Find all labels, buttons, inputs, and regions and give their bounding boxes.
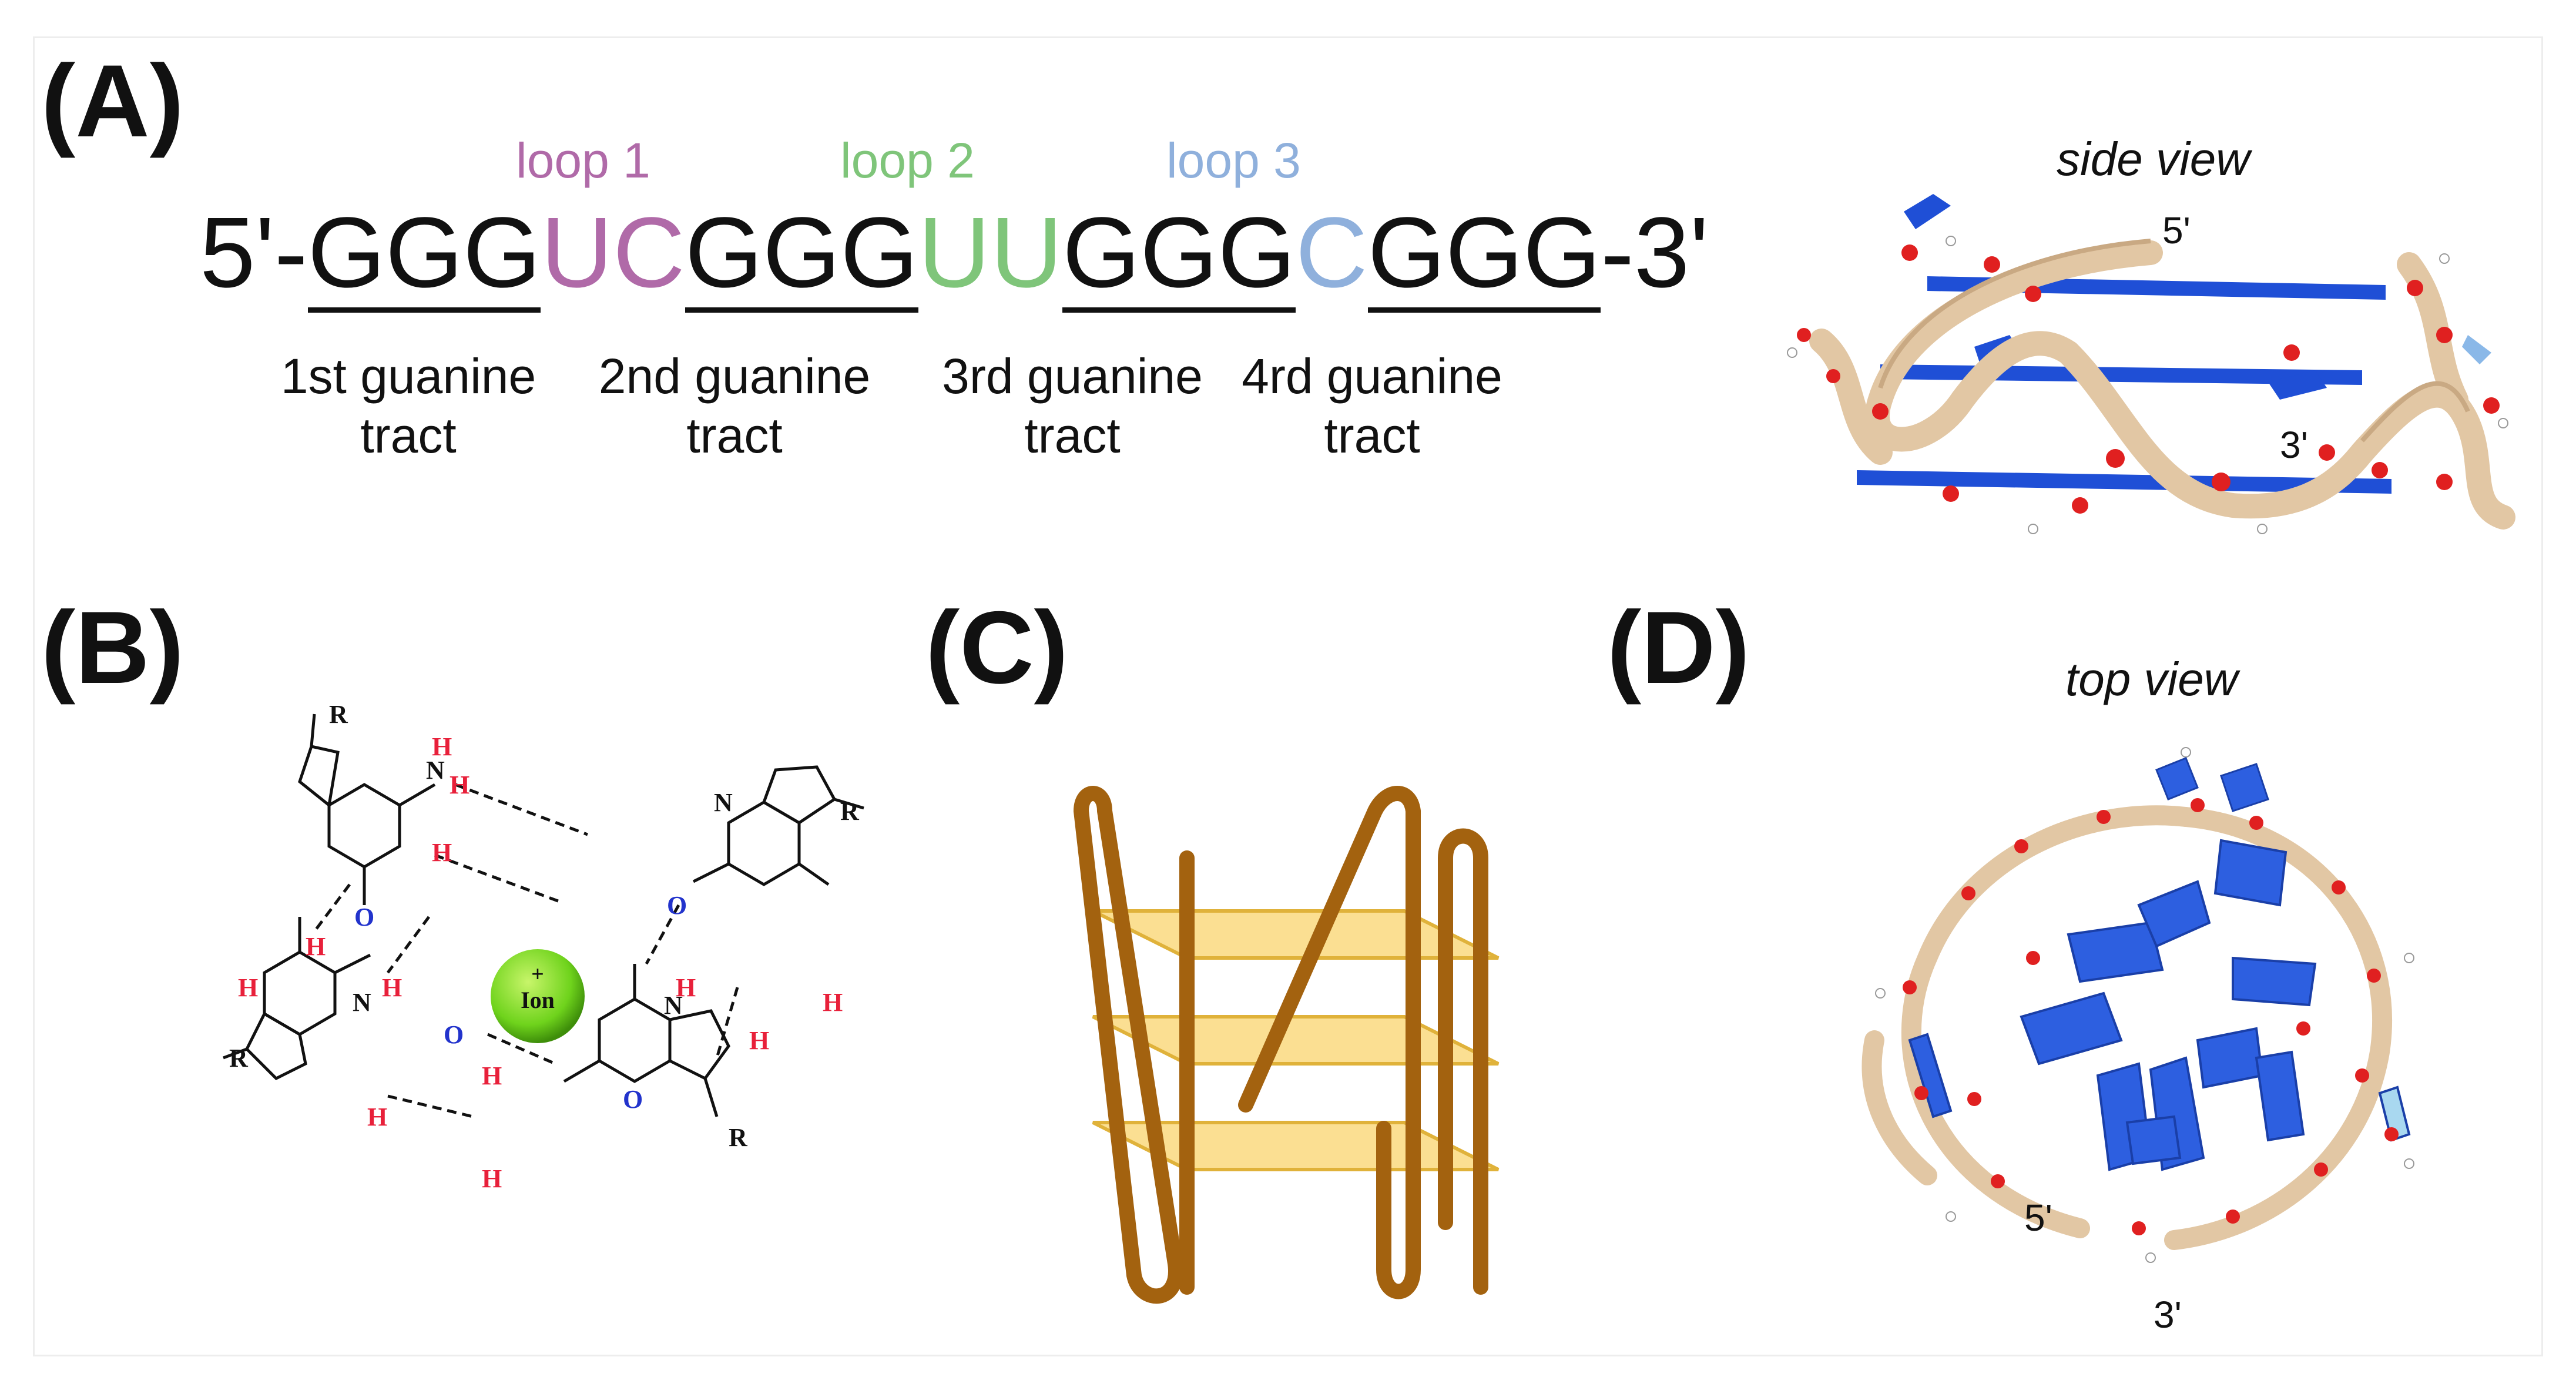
top-view-3prime: 3' <box>2154 1294 2182 1336</box>
strand-2 <box>1074 786 1183 1304</box>
hydrogen-bonds <box>313 783 739 1118</box>
o-atom-4: O <box>623 1085 643 1114</box>
tract-2-label-line1: 2nd guanine <box>598 349 871 404</box>
seq-5prime: 5'- <box>200 197 308 309</box>
tract-1-label-line1: 1st guanine <box>280 349 536 404</box>
top-view-label: top view <box>2065 653 2238 705</box>
top-view-light-base <box>2378 1086 2411 1142</box>
tract-4-label: 4rd guanine tract <box>1219 347 1525 465</box>
h-atom-2: H <box>450 770 469 799</box>
side-view-atoms <box>1787 236 2508 534</box>
tract-3-label-line2: tract <box>1024 407 1121 463</box>
guanine-bonds <box>223 713 864 1117</box>
strand-3 <box>1238 786 1421 1299</box>
r-bottom-right: R <box>729 1123 748 1152</box>
h-atom-12: H <box>367 1103 387 1131</box>
top-view-model <box>1861 747 2414 1263</box>
h-atom-1: H <box>432 732 452 761</box>
o-atom-2: O <box>667 891 687 920</box>
top-view-backbone <box>1861 805 2392 1250</box>
r-top-right: R <box>840 797 860 826</box>
g-quadruplex-schematic <box>1074 786 1500 1304</box>
tract-1: GGG <box>307 203 541 313</box>
strand-4 <box>1438 828 1488 1295</box>
loop-1: UC <box>541 197 685 309</box>
tract-1-label: 1st guanine tract <box>256 347 561 465</box>
panel-d-label: (D) <box>1607 591 1750 705</box>
top-view-5prime: 5' <box>2024 1197 2052 1239</box>
figure-frame <box>33 36 2543 1356</box>
r-top-left: R <box>329 700 348 729</box>
ion-label: Ion <box>521 987 555 1013</box>
tract-1-label-line2: tract <box>360 407 457 463</box>
h-atom-6: H <box>382 973 402 1002</box>
ion-sphere <box>491 949 585 1043</box>
r-bottom-left: R <box>229 1044 249 1073</box>
h-atom-11: H <box>482 1164 502 1193</box>
tract-4-label-line2: tract <box>1324 407 1420 463</box>
h-atom-4: H <box>306 932 326 961</box>
tetrad-plane-middle <box>1092 1015 1500 1066</box>
tract-4-label-line1: 4rd guanine <box>1242 349 1502 404</box>
side-view-5prime: 5' <box>2162 209 2191 252</box>
panel-b-label: (B) <box>41 591 184 705</box>
g-tetrad-structure: R R R R N N N N H H H H H H H H H H H <box>223 700 864 1193</box>
tract-2-label-line2: tract <box>686 407 783 463</box>
panel-c-label: (C) <box>925 591 1068 705</box>
loop-2-label: loop 2 <box>840 133 975 188</box>
side-view-label: side view <box>2057 133 2250 185</box>
h-atom-5: H <box>238 973 258 1002</box>
n-ring-4: N <box>664 991 683 1020</box>
side-view-3prime: 3' <box>2280 424 2308 466</box>
strand-path <box>1074 786 1488 1304</box>
loop-3-label: loop 3 <box>1166 133 1301 188</box>
loop-2: UU <box>918 197 1063 309</box>
side-view-backbone-shade <box>1878 239 2470 443</box>
loop-1-label: loop 1 <box>516 133 650 188</box>
tract-2-label: 2nd guanine tract <box>582 347 887 465</box>
rna-sequence: 5'-GGGUCGGGUUGGGCGGG-3' <box>200 203 1709 313</box>
h-atom-7: H <box>676 973 696 1002</box>
h-atom-9: H <box>749 1026 769 1055</box>
o-atom-1: O <box>354 903 374 932</box>
h-atom-3: H <box>432 838 452 867</box>
tract-2: GGG <box>685 203 918 313</box>
atom-labels: R R R R N N N N H H H H H H H H H H H <box>229 700 860 1193</box>
tetrad-plane-top <box>1092 909 1500 960</box>
seq-3prime: -3' <box>1601 197 1709 309</box>
n-amino-1: N <box>426 756 445 785</box>
h-atom-10: H <box>482 1061 502 1090</box>
tract-3: GGG <box>1062 203 1296 313</box>
top-view-bases <box>1908 839 2317 1171</box>
top-view-atoms <box>1875 747 2414 1263</box>
side-view-model <box>1787 194 2515 534</box>
tract-3-label-line1: 3rd guanine <box>942 349 1203 404</box>
loop-3: C <box>1295 197 1368 309</box>
h-atom-8: H <box>823 988 843 1017</box>
panel-a-label: (A) <box>41 44 184 159</box>
tract-3-label: 3rd guanine tract <box>920 347 1225 465</box>
o-atom-3: O <box>444 1020 464 1049</box>
n-ring-3: N <box>353 988 371 1017</box>
ion-charge: + <box>531 962 544 987</box>
tract-4: GGG <box>1367 203 1601 313</box>
n-ring-2: N <box>714 788 733 817</box>
